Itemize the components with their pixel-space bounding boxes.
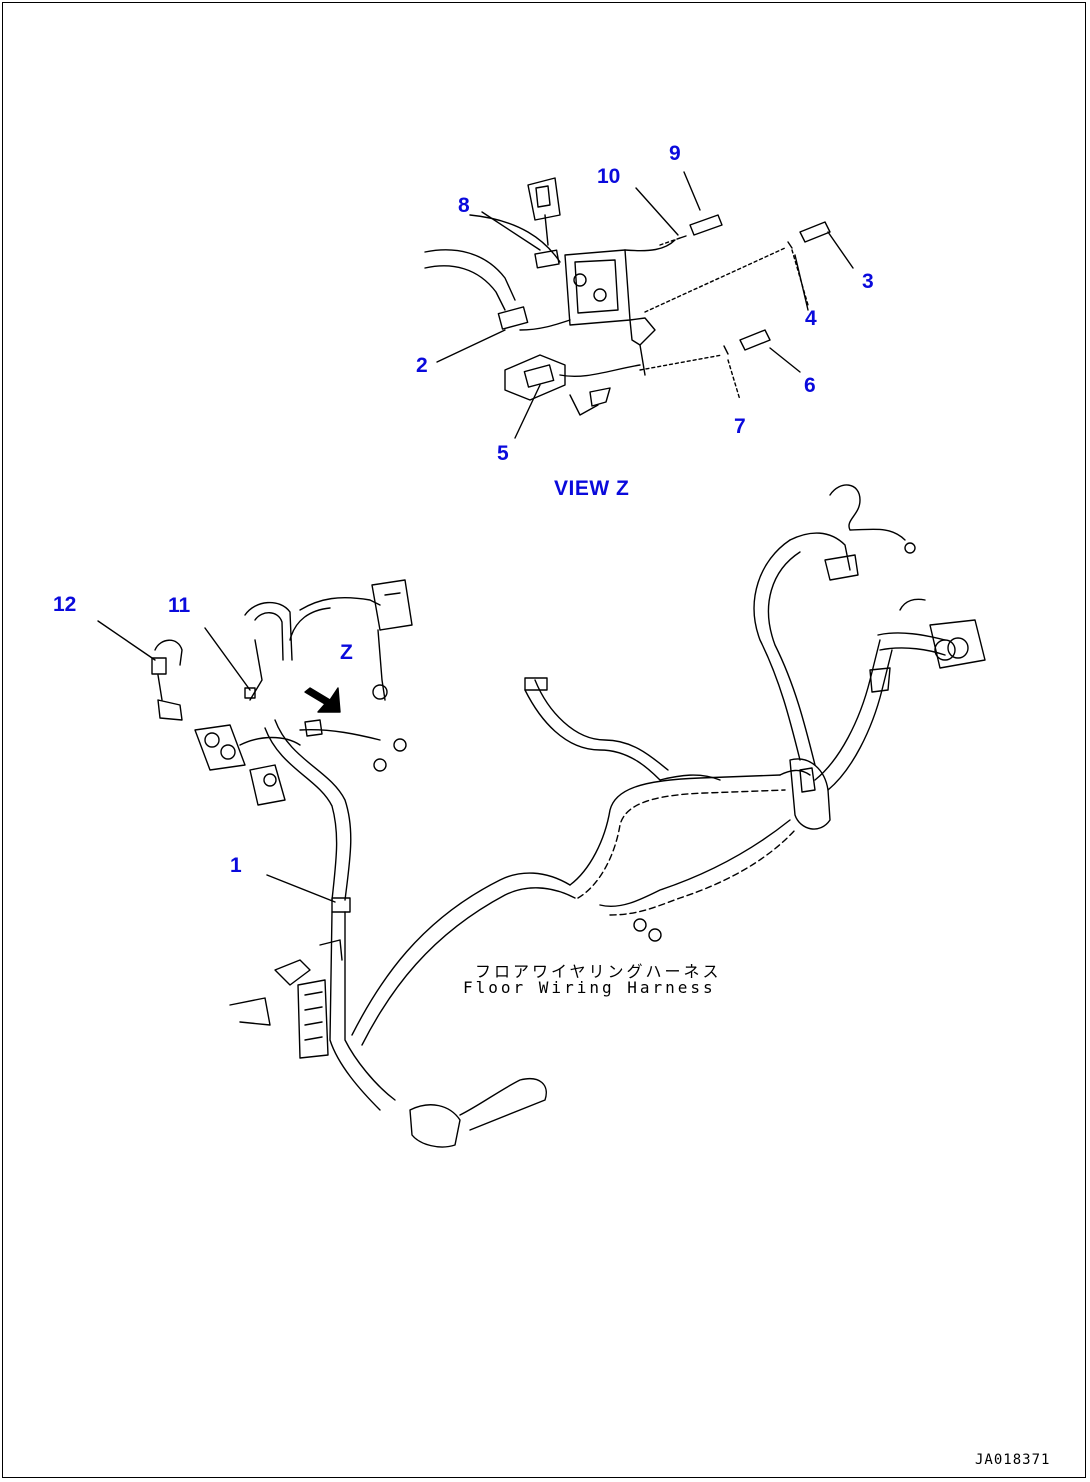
callout-3: 3	[862, 270, 874, 293]
callout-2: 2	[416, 354, 428, 377]
callout-6: 6	[804, 374, 816, 397]
view-z-title: VIEW Z	[554, 477, 630, 500]
callout-9: 9	[669, 142, 681, 165]
view-z-detail	[424, 171, 854, 439]
view-z-marker: Z	[340, 641, 353, 664]
callout-12: 12	[53, 593, 77, 616]
harness-label-japanese: フロアワイヤリングハーネス	[475, 962, 722, 981]
drawing-id: JA018371	[975, 1452, 1051, 1468]
callout-5: 5	[497, 442, 509, 465]
callout-8: 8	[458, 194, 470, 217]
callout-7: 7	[734, 415, 746, 438]
callout-11: 11	[168, 594, 191, 617]
main-harness-drawing	[97, 484, 986, 1148]
callout-10: 10	[597, 165, 621, 188]
callout-4: 4	[805, 307, 817, 330]
callout-1: 1	[230, 854, 242, 877]
harness-label-english: Floor Wiring Harness	[463, 978, 716, 997]
